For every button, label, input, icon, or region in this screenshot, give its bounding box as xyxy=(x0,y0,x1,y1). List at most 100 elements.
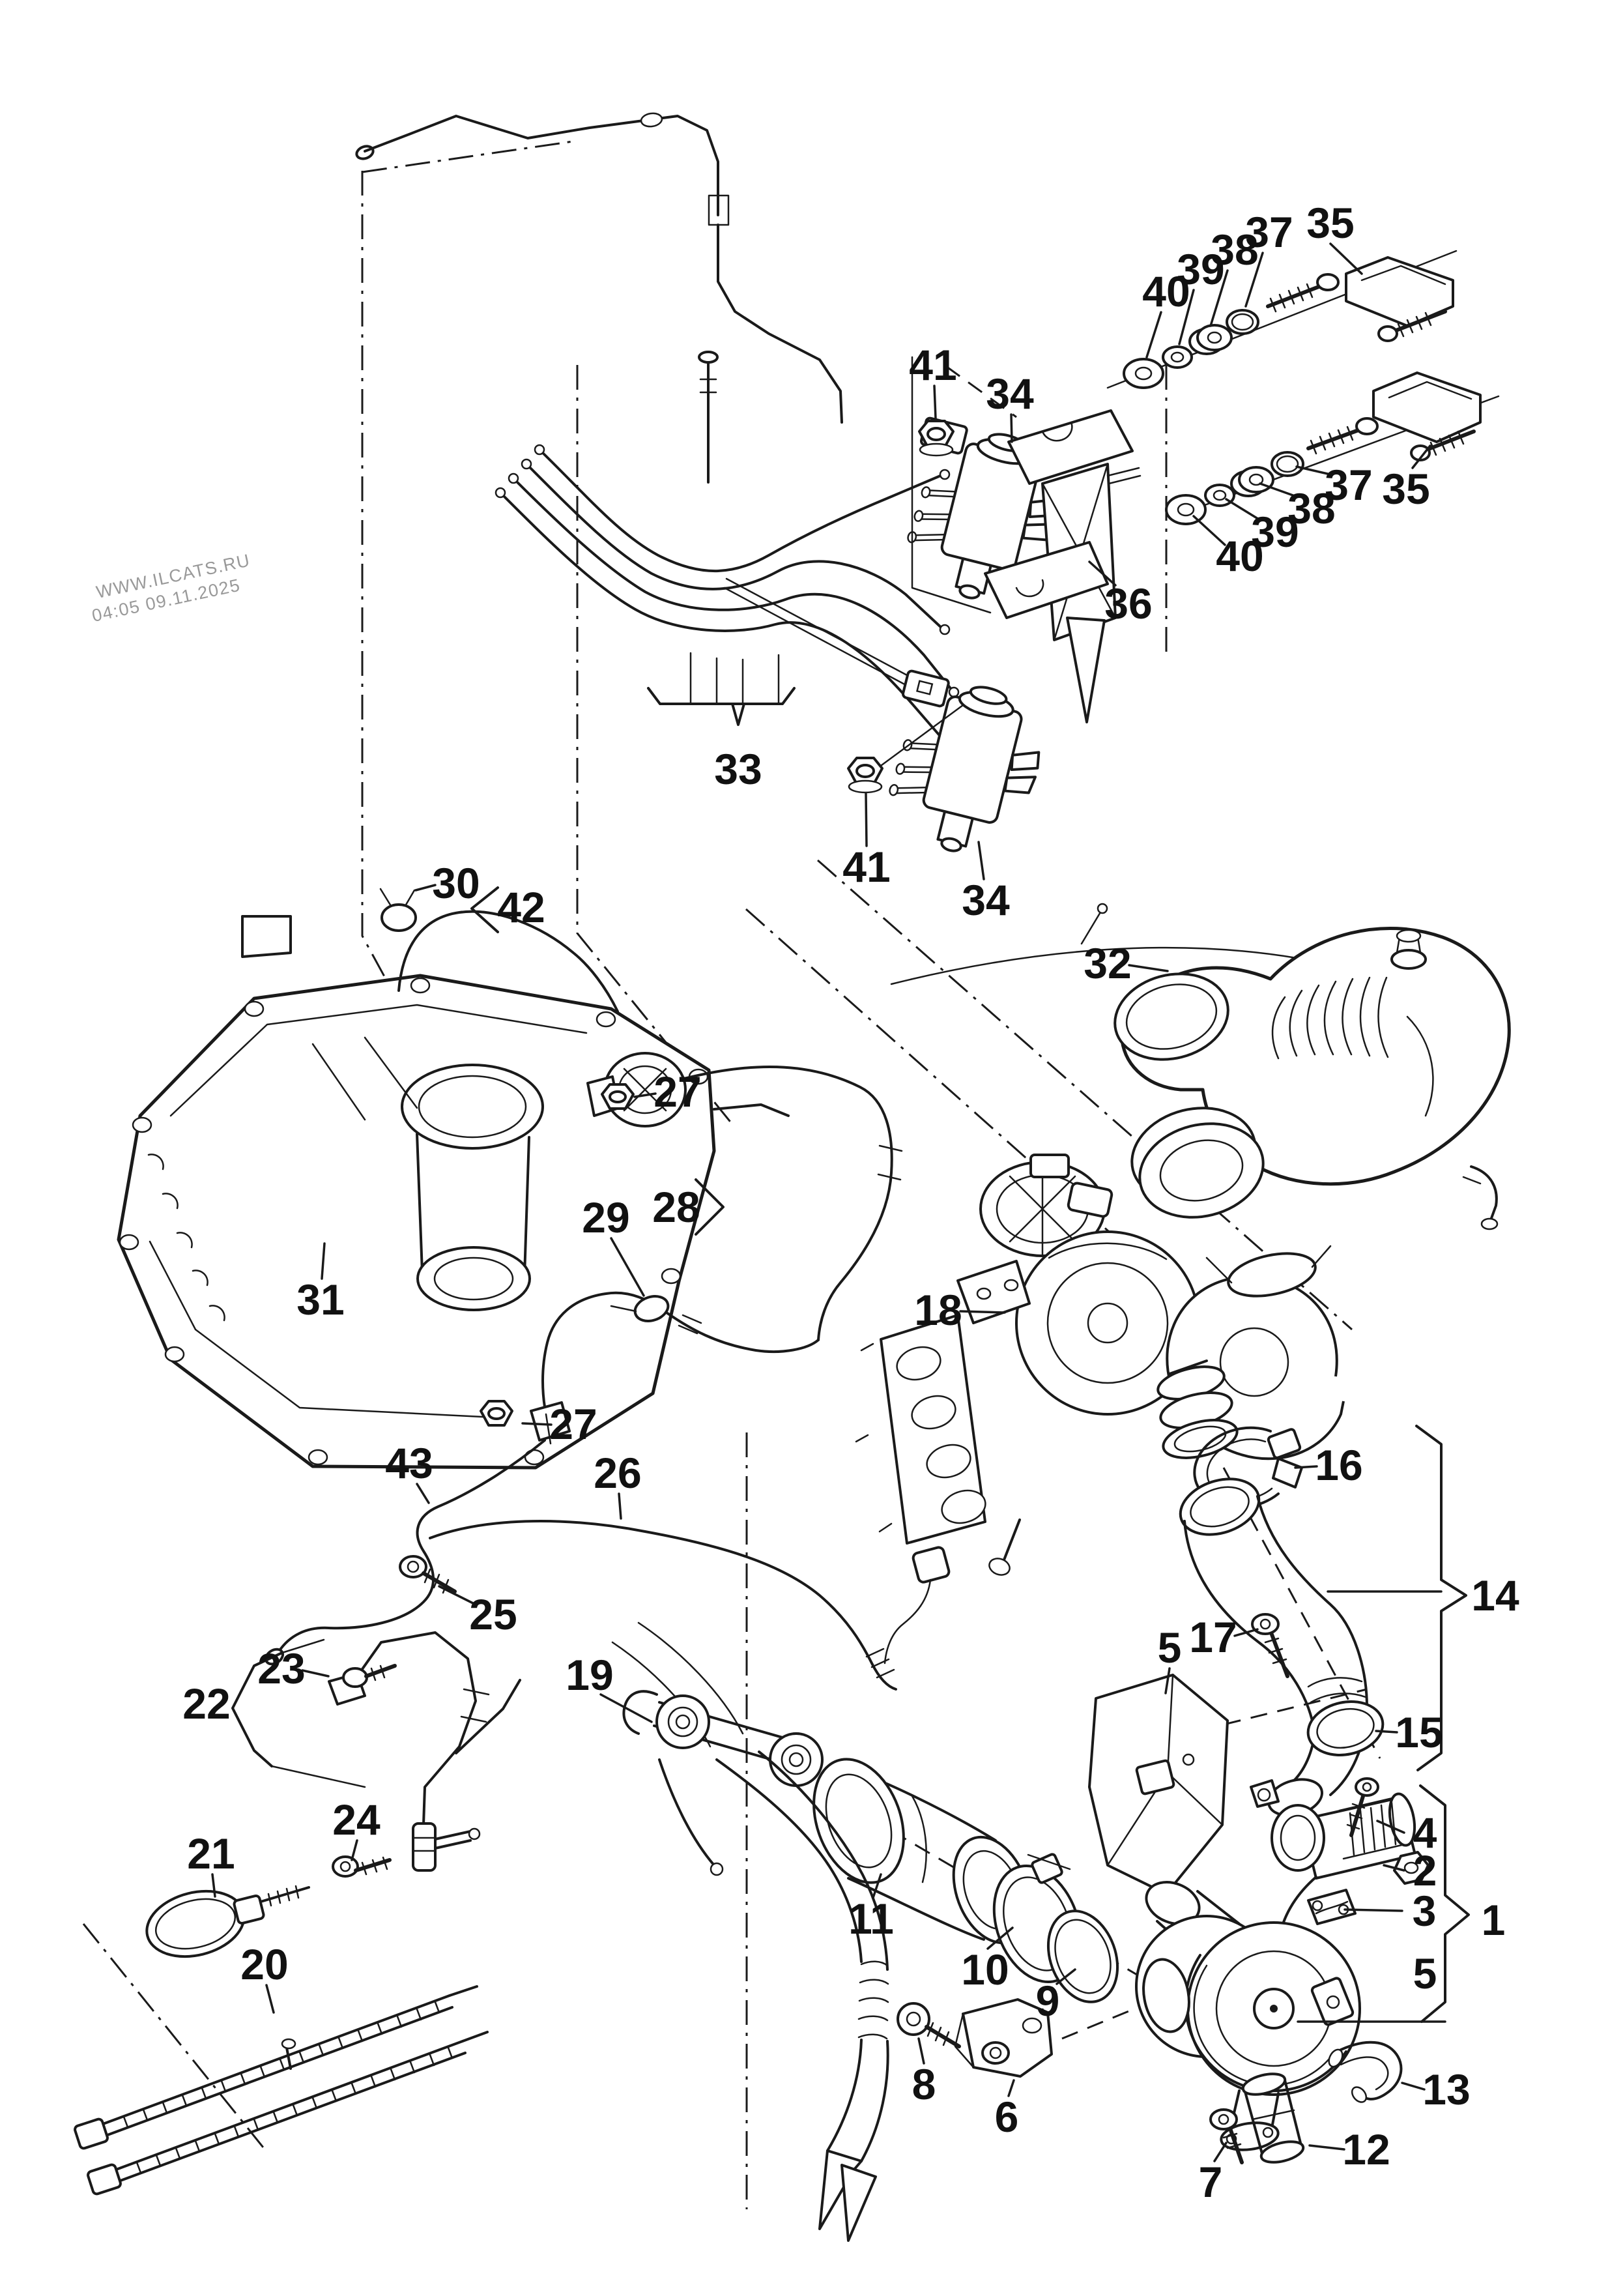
part-35-bracket-lower xyxy=(1372,371,1482,461)
leader-line-35 xyxy=(1329,242,1363,275)
part-16-clamp xyxy=(1193,1426,1303,1509)
callout-12-51: 12 xyxy=(1342,2125,1390,2173)
callout-6-43: 6 xyxy=(995,2093,1019,2141)
leader-line-35 xyxy=(1411,444,1431,469)
part-24-bolt xyxy=(332,1855,392,1878)
callout-9-41: 9 xyxy=(1036,1977,1060,2025)
part-28-29-hoses xyxy=(480,1075,820,1445)
callout-36-12: 36 xyxy=(1104,579,1152,628)
tie1-teeth xyxy=(122,2001,440,2129)
callout-18-23: 18 xyxy=(914,1286,962,1334)
leader-line-25 xyxy=(438,1585,477,1606)
sensor-boss xyxy=(1390,929,1427,970)
callout-27-19: 27 xyxy=(654,1068,701,1116)
leader-line-31 xyxy=(321,1242,326,1280)
callout-41-5: 41 xyxy=(909,341,956,389)
callout-30-16: 30 xyxy=(432,859,480,907)
part-18-turbocharger xyxy=(855,1154,1345,1576)
callout-16-24: 16 xyxy=(1315,1441,1362,1489)
leader-line-40 xyxy=(1192,515,1226,546)
callout-10-40: 10 xyxy=(961,1945,1009,1994)
callout-37-1: 37 xyxy=(1245,208,1293,256)
callout-21-36: 21 xyxy=(187,1829,235,1878)
callout-26-31: 26 xyxy=(594,1449,641,1497)
callout-7-44: 7 xyxy=(1199,2158,1223,2206)
part-31-valve-cover xyxy=(117,915,716,1470)
leader-line-8 xyxy=(917,2037,925,2065)
callout-33-13: 33 xyxy=(714,745,762,793)
leader-line-12 xyxy=(1308,2144,1345,2151)
part-22-hose-assembly xyxy=(231,1631,521,1872)
callout-31-22: 31 xyxy=(296,1275,344,1324)
callout-38-9: 38 xyxy=(1287,484,1335,532)
part-1-turbo-lower-assembly xyxy=(1135,1784,1470,2151)
callout-41-14: 41 xyxy=(842,843,890,891)
callout-39-10: 39 xyxy=(1251,508,1299,556)
leader-line-10 xyxy=(986,1926,1014,1950)
callout-37-8: 37 xyxy=(1325,461,1372,509)
leader-line-9 xyxy=(1056,1968,1076,1985)
callout-42-17: 42 xyxy=(497,883,545,931)
leader-line-36 xyxy=(1088,560,1117,587)
part-5-heat-shield-main xyxy=(1088,1674,1229,1895)
leader-line-11 xyxy=(872,1873,882,1899)
leader-line-41 xyxy=(933,385,937,420)
port-fitting xyxy=(1393,1851,1429,1885)
leader-line-38 xyxy=(1209,269,1229,327)
callout-11-39: 11 xyxy=(848,1895,894,1943)
leader-line-5 xyxy=(1164,1667,1171,1694)
leader-line-41 xyxy=(865,792,868,847)
mount-plate-edge xyxy=(911,356,992,614)
leader-line-21 xyxy=(211,1873,216,1898)
leader-line-24 xyxy=(351,1839,358,1861)
callout-40-4: 40 xyxy=(1142,267,1190,315)
part-41-nut-upper xyxy=(918,420,955,457)
part-13-hose xyxy=(1328,2041,1403,2103)
callout-13-50: 13 xyxy=(1422,2065,1470,2114)
callout-32-18: 32 xyxy=(1084,939,1131,987)
callout-24-35: 24 xyxy=(332,1795,381,1844)
part-21-cable-tie xyxy=(145,1885,310,1958)
leader-line-27 xyxy=(633,1092,657,1098)
bushing-38a xyxy=(1188,324,1233,355)
part-41-nut-lower xyxy=(847,757,883,794)
leader-line-7 xyxy=(1213,2142,1228,2162)
callout-34-6: 34 xyxy=(986,370,1034,418)
stud-bolt-a xyxy=(1266,273,1340,313)
callout-38-2: 38 xyxy=(1211,225,1258,274)
leader-line-15 xyxy=(1375,1730,1398,1734)
turbo-outlet-cone xyxy=(1156,1359,1239,1459)
leader-line-4 xyxy=(1376,1820,1405,1834)
callout-3-47: 3 xyxy=(1413,1887,1437,1935)
part-30-hose-clamp xyxy=(379,888,417,932)
leader-line-38 xyxy=(1259,482,1298,498)
part-8-bolt xyxy=(897,2002,961,2048)
part-42-breather-pipe-top xyxy=(355,112,843,424)
part-17-bolt xyxy=(1251,1613,1289,1678)
callout-22-33: 22 xyxy=(182,1679,230,1728)
part-33-vacuum-pipe-bundle xyxy=(495,351,960,750)
part-27-nut-upper xyxy=(601,1083,635,1110)
leader-line-6 xyxy=(1007,2079,1015,2097)
part-29-check-valve xyxy=(610,1295,702,1335)
bellows xyxy=(1271,976,1389,1060)
part-26-vacuum-hose xyxy=(429,1520,951,1691)
callout-5-49: 5 xyxy=(1413,1949,1437,1998)
bushing-38b xyxy=(1230,466,1274,497)
tie2-teeth xyxy=(136,2046,453,2174)
callout-19-38: 19 xyxy=(566,1651,613,1699)
leader-line-2 xyxy=(1383,1864,1405,1872)
callout-29-20: 29 xyxy=(582,1193,629,1242)
callout-15-28: 15 xyxy=(1395,1708,1443,1756)
leader-line-13 xyxy=(1401,2082,1426,2091)
callout-20-37: 20 xyxy=(240,1940,288,1988)
callout-4-45: 4 xyxy=(1413,1809,1437,1857)
leader-line-39 xyxy=(1225,498,1261,521)
part-4-bolt xyxy=(1346,1777,1379,1837)
part-12-pipe xyxy=(1241,2072,1305,2164)
part-35-bracket-upper xyxy=(1345,256,1454,342)
drain-nipple xyxy=(1462,1165,1499,1230)
part-6-bracket xyxy=(954,1998,1053,2078)
